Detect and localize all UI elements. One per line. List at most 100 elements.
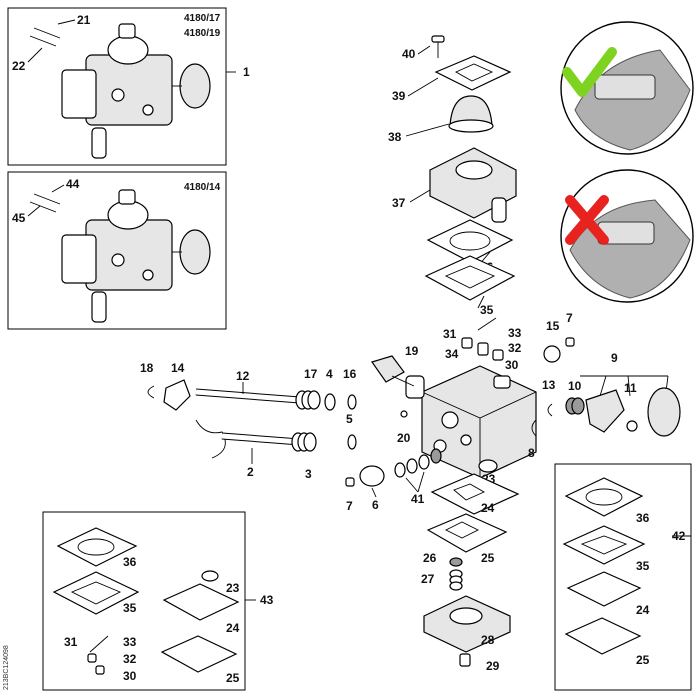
label-22: 22 [12, 59, 26, 73]
label-31-kit43: 31 [64, 635, 78, 649]
adjusting-screws [29, 193, 61, 213]
label-32-top: 32 [508, 341, 522, 355]
label-41: 41 [411, 492, 425, 506]
throttle-stop-19 [371, 355, 415, 387]
label-36-kit42: 36 [636, 511, 650, 525]
washer-26 [449, 557, 463, 567]
shaft-2 [195, 419, 301, 459]
label-21: 21 [77, 13, 91, 27]
disc-15 [543, 345, 561, 363]
label-14: 14 [171, 361, 185, 375]
label-28: 28 [481, 633, 495, 647]
spring-17 [295, 390, 321, 410]
label-13: 13 [542, 378, 556, 392]
label-35-top: 35 [480, 303, 494, 317]
label-20: 20 [397, 431, 411, 445]
label-42: 42 [672, 529, 686, 543]
gasket-25-center [426, 513, 508, 553]
label-39: 39 [392, 89, 406, 103]
ring-5 [347, 434, 357, 450]
label-34: 34 [445, 347, 459, 361]
label-40: 40 [402, 47, 416, 61]
label-24-kit43: 24 [226, 621, 240, 635]
carburetor-illustration [61, 23, 211, 159]
ring-11 [626, 420, 638, 432]
label-10: 10 [568, 379, 582, 393]
label-35-kit43: 35 [123, 601, 137, 615]
diaphragm-36-top [426, 219, 514, 263]
label-2: 2 [247, 465, 254, 479]
label-18: 18 [140, 361, 154, 375]
label-15: 15 [546, 319, 560, 333]
clip-8 [531, 419, 537, 437]
washer-4 [324, 393, 336, 411]
drawing-code: 213BC124098 [3, 645, 10, 690]
model-label-4180-17: 4180/17 [184, 13, 221, 24]
label-1: 1 [243, 65, 250, 79]
label-19: 19 [405, 344, 419, 358]
shaft-12 [195, 388, 301, 404]
label-44: 44 [66, 177, 80, 191]
label-32-kit43: 32 [123, 652, 137, 666]
gasket-35-top [424, 255, 516, 301]
filter-23 [478, 459, 498, 473]
label-33-kit43: 33 [123, 635, 137, 649]
label-24-kit42: 24 [636, 603, 650, 617]
label-36-kit43: 36 [123, 555, 137, 569]
photo-correct-engine [560, 21, 694, 155]
kit-box-42: 36 35 24 25 [554, 463, 692, 691]
clip-13 [547, 403, 553, 417]
label-9: 9 [611, 351, 618, 365]
valve-6 [359, 465, 385, 487]
label-43: 43 [260, 593, 274, 607]
primer-bulb-38 [449, 95, 493, 127]
label-27: 27 [421, 572, 435, 586]
label-17: 17 [304, 367, 318, 381]
pump-cover-37 [429, 147, 517, 223]
label-45: 45 [12, 211, 26, 225]
spring-27 [449, 569, 463, 591]
ring-16 [347, 394, 357, 410]
check-mark-icon [562, 47, 617, 97]
lever-14 [163, 379, 191, 411]
label-25-center: 25 [481, 551, 495, 565]
label-24-center: 24 [481, 501, 495, 515]
label-33-top: 33 [508, 326, 522, 340]
screw-29 [459, 653, 471, 667]
carburetor-body [405, 365, 537, 479]
label-23-kit43: 23 [226, 581, 240, 595]
label-5: 5 [346, 412, 353, 426]
gasket-39 [434, 55, 512, 91]
label-7-right: 7 [566, 311, 573, 325]
label-38: 38 [388, 130, 402, 144]
label-29: 29 [486, 659, 500, 673]
label-25-kit42: 25 [636, 653, 650, 667]
parts-41 [394, 448, 442, 478]
photo-wrong-engine [560, 169, 694, 303]
label-3: 3 [305, 467, 312, 481]
label-31-top: 31 [443, 327, 457, 341]
label-37: 37 [392, 196, 406, 210]
label-4: 4 [326, 367, 333, 381]
label-30-kit43: 30 [123, 669, 137, 683]
model-label-4180-19: 4180/19 [184, 28, 221, 39]
label-12: 12 [236, 369, 250, 383]
screw-7-left [345, 477, 355, 487]
pin-20 [400, 410, 408, 418]
label-30-top: 30 [505, 358, 519, 372]
spring-3 [291, 432, 317, 452]
carburetor-box-top: 4180/17 4180/19 21 22 [7, 7, 227, 166]
cover-28 [423, 595, 511, 653]
lever-housing [585, 389, 625, 433]
label-35-kit42: 35 [636, 559, 650, 573]
kit-box-43: 36 35 23 24 25 31 33 32 30 [42, 511, 246, 691]
jet-assembly-top [461, 317, 504, 361]
screw-7-right [565, 337, 575, 347]
label-11: 11 [624, 381, 637, 395]
model-label-4180-14: 4180/14 [184, 182, 221, 193]
spring-10 [565, 397, 585, 415]
cross-mark-icon [565, 195, 609, 245]
carburetor-illustration [61, 189, 211, 323]
carburetor-box-second: 4180/14 44 45 [7, 171, 227, 330]
